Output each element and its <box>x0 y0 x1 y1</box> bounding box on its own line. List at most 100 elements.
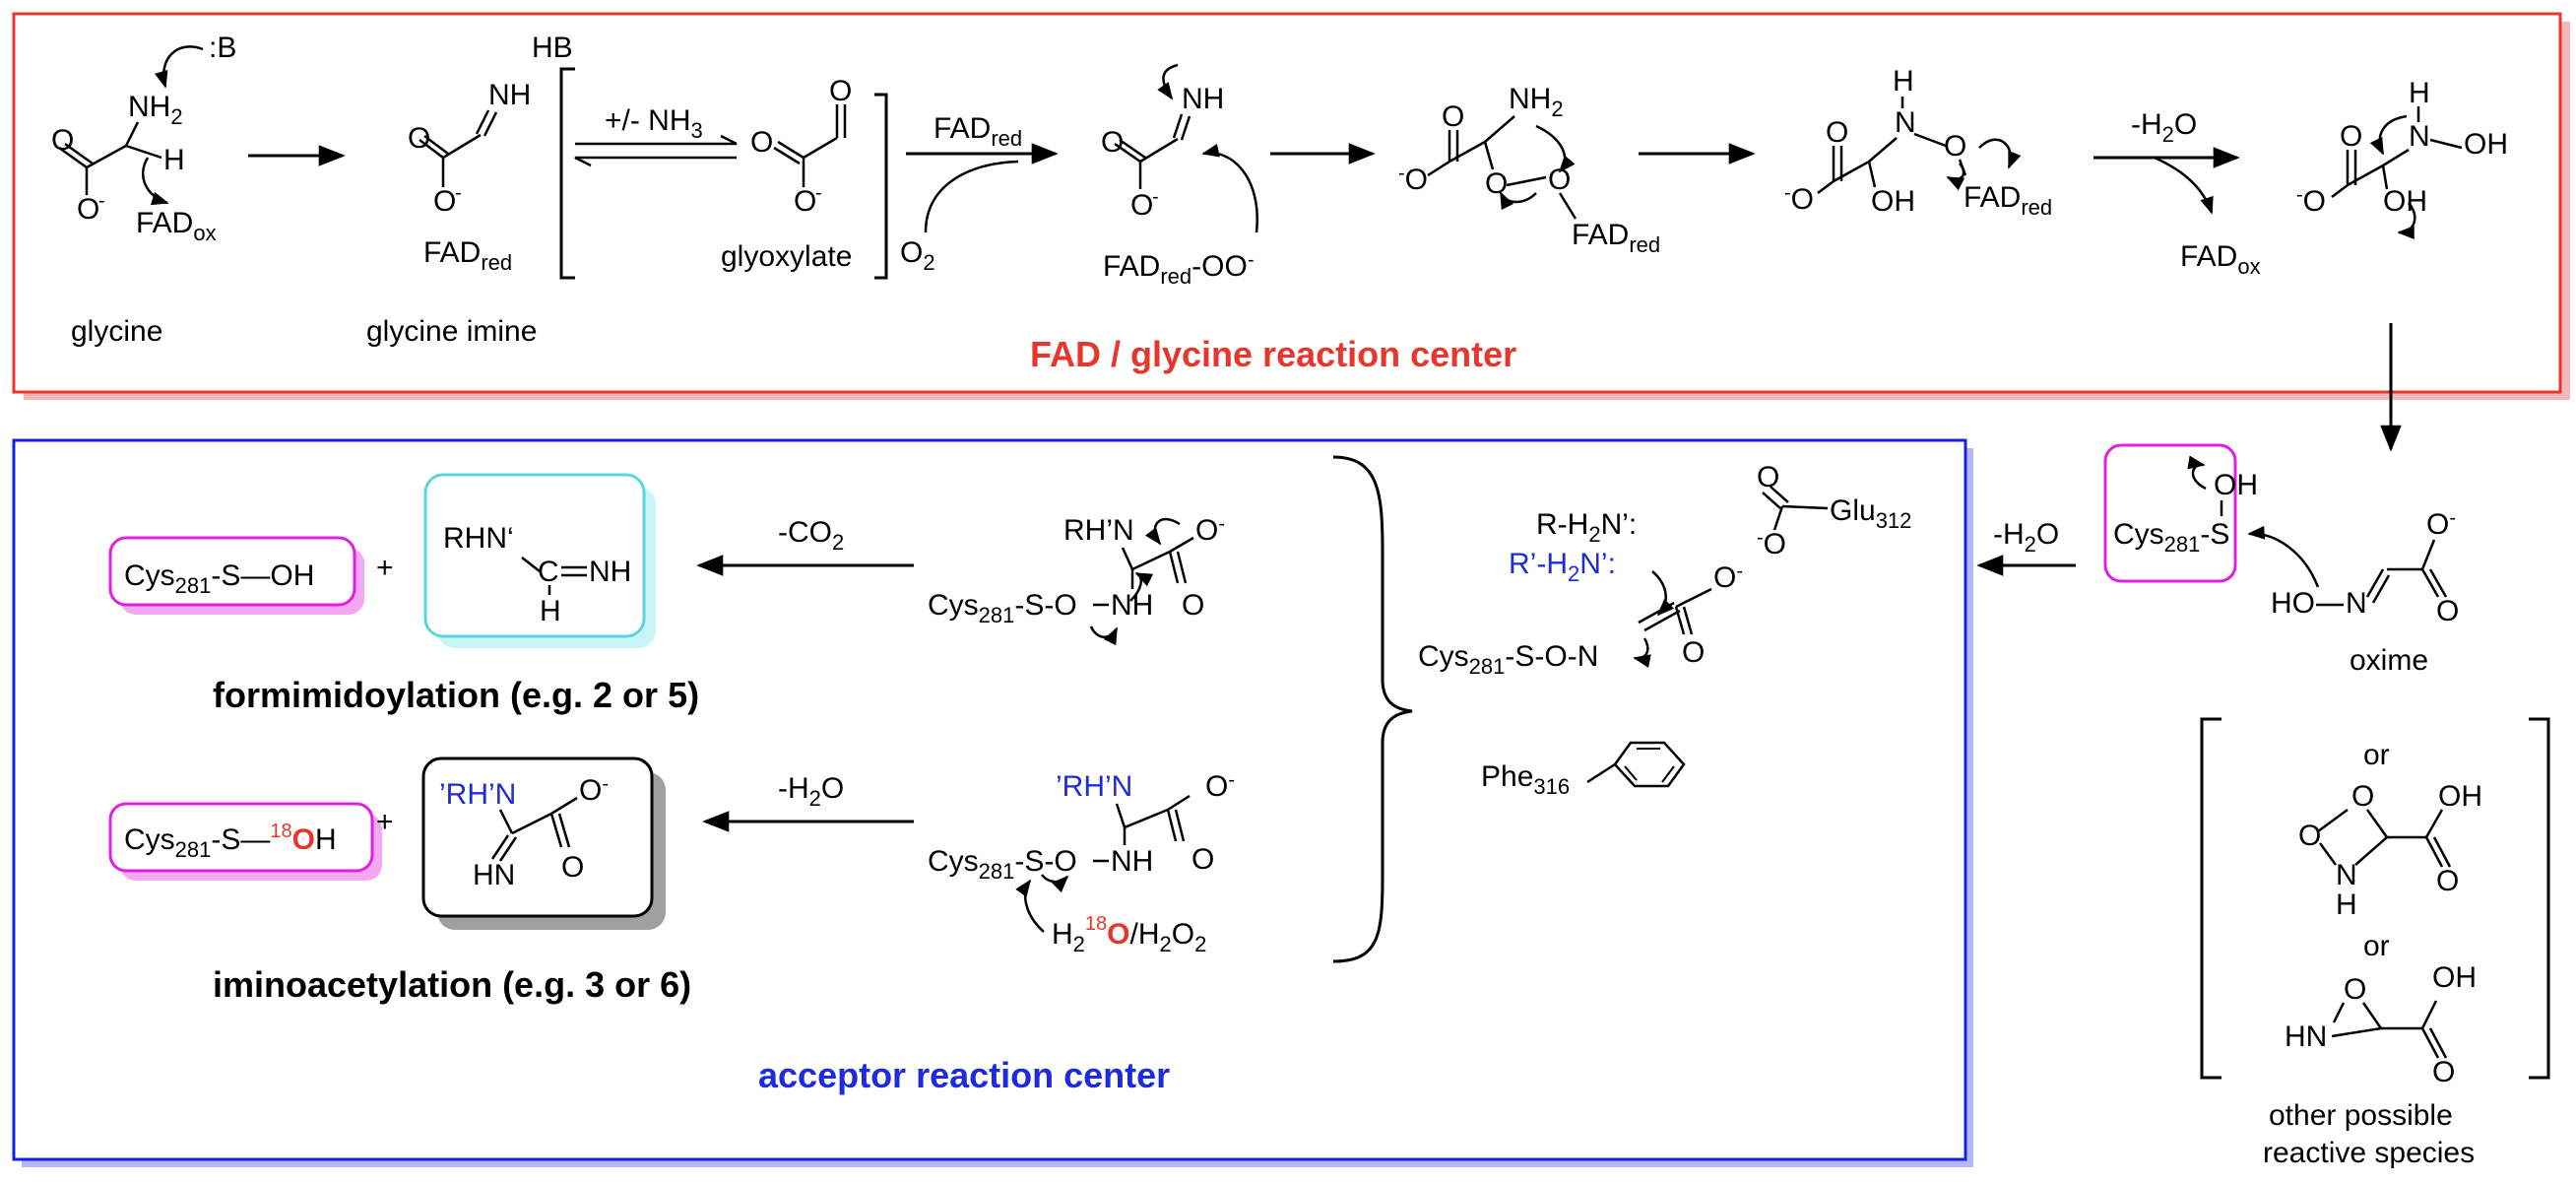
svg-text:NH2: NH2 <box>1509 83 1564 121</box>
svg-text:-H2O: -H2O <box>2131 108 2197 147</box>
o2-step: FADred O2 <box>900 112 1059 275</box>
glycine-h: H <box>163 144 185 176</box>
imino-label-n2: 6 <box>660 964 679 1005</box>
imine2-nh: NH <box>1182 83 1224 115</box>
dehydration-step-right: -H2O <box>1976 518 2076 576</box>
oxime-oh: OH <box>2214 469 2258 501</box>
glyoxylate-o1: O <box>750 126 773 159</box>
oxime-ho: HO <box>2271 587 2315 620</box>
glyoxylate-charge: - <box>815 182 822 204</box>
imino-label-end: ) <box>679 964 691 1005</box>
alt1-o: O <box>2351 780 2374 813</box>
hydroxyl-o-top: O <box>1826 116 1848 149</box>
site-glu-o: O <box>1757 461 1779 493</box>
svg-text:O-: O- <box>1195 513 1225 547</box>
minus-h2o-top-end: O <box>2174 108 2197 141</box>
imino-plus: + <box>376 806 394 838</box>
alt1-o2: O <box>2298 820 2321 852</box>
form-cys-sub: 281 <box>175 573 212 598</box>
oxime-cys-sub: 281 <box>2164 532 2201 557</box>
top-panel-frame <box>12 12 2562 394</box>
alt1-oh: OH <box>2438 780 2482 813</box>
site-glu-sub: 312 <box>1876 508 1912 533</box>
imino-int-cys: Cys <box>928 845 979 878</box>
water-rest: /H <box>1130 918 1160 951</box>
phenyl-ring <box>1613 741 1686 788</box>
svg-text:Glu312: Glu312 <box>1830 494 1911 533</box>
hb-label: HB <box>532 32 573 64</box>
svg-text:-H2O: -H2O <box>1993 518 2059 557</box>
imino-arrow-end: O <box>821 772 844 805</box>
svg-text:+/- NH3: +/- NH3 <box>605 104 703 143</box>
glycine-imine-name: glycine imine <box>366 315 537 348</box>
alt1-h: H <box>2336 888 2357 921</box>
imino-int-so: -S-O <box>1014 845 1076 878</box>
alt-caption-1: other possible <box>2269 1099 2453 1132</box>
form-int-cys: Cys <box>928 589 979 622</box>
peroxy-o-b: O <box>1405 164 1428 196</box>
ha-oh-n: OH <box>2464 128 2508 161</box>
svg-text:formimidoylation (e.g. 2 or 5): formimidoylation (e.g. 2 or 5) <box>213 675 699 715</box>
svg-text:O-: O- <box>1713 560 1743 594</box>
water-o: O <box>1107 918 1129 951</box>
bracket-right <box>874 93 888 280</box>
hydroxyl-fad: FAD <box>1964 181 2021 214</box>
water-sub: 2 <box>1073 932 1085 956</box>
imino-iso: 18 <box>270 821 291 842</box>
site-phe-sub: 316 <box>1533 774 1570 799</box>
svg-text:iminoacetylation (e.g. 3 or 6): iminoacetylation (e.g. 3 or 6) <box>213 964 691 1005</box>
imine-nh: NH <box>488 79 531 111</box>
imino-cys: Cys <box>124 823 175 856</box>
imino-product-charge: - <box>602 773 609 795</box>
svg-text:R-H2N’:: R-H2N’: <box>1536 508 1637 547</box>
svg-text:O2: O2 <box>900 236 935 275</box>
imino-s: -S— <box>211 823 270 856</box>
water-h: H <box>1052 918 1073 951</box>
site-brace <box>1332 455 1413 963</box>
form-label-mid: or <box>612 675 668 715</box>
form-int-charge: - <box>1218 513 1225 535</box>
form-int-o2: O <box>1182 589 1204 622</box>
imino-int-o: O <box>1205 770 1228 803</box>
imino-int-charge: - <box>1228 769 1235 791</box>
alt2-carbonyl: O <box>2432 1056 2455 1088</box>
equilibrium-label: +/- NH <box>605 104 691 137</box>
oxime-structure: Cys281-S OH HO N O- O oxime <box>2103 443 2459 677</box>
form-int-rhn: RH’N <box>1063 514 1134 547</box>
hydroxyl-intermediate-structure: H N O O -O OH FADred <box>1784 65 2052 220</box>
site-glu: Glu <box>1830 494 1876 527</box>
peroxy-nh2: NH <box>1509 83 1551 115</box>
form-product-rhn: RHN‘ <box>443 522 514 555</box>
site-glu-o2: O <box>1764 528 1786 560</box>
glycine-nh2-sub: 2 <box>170 104 182 129</box>
glyoxylate-ominus: O <box>794 185 816 218</box>
site-o2: O <box>1682 636 1705 669</box>
glyoxylate-structure: O O O - glyoxylate <box>721 75 852 273</box>
ha-h: H <box>2409 77 2430 109</box>
minus-h2o-top: -H <box>2131 108 2162 141</box>
water-sub3: 2 <box>1194 932 1206 956</box>
imino-h: H <box>315 823 337 856</box>
hydroxyl-fad-sub: red <box>2021 195 2052 220</box>
bracket-left <box>559 67 575 280</box>
minus-h2o-right-sub: 2 <box>2025 532 2036 557</box>
site-charge: - <box>1736 560 1743 582</box>
site-phe: Phe <box>1481 760 1533 793</box>
form-cys: Cys <box>124 559 175 592</box>
imine-ominus: O <box>433 185 456 218</box>
imino-int-rhn: ’RH’N <box>1056 770 1132 803</box>
imino-product-o2: O <box>561 851 584 884</box>
imino-label-mid: or <box>605 964 660 1005</box>
alt1-carbonyl: O <box>2436 865 2459 897</box>
site-r2-sub: 2 <box>1568 561 1579 586</box>
peroxy-nh2-sub: 2 <box>1551 97 1563 121</box>
active-site: R-H2N’: R’-H2N’: O Glu312 -O O- O Cys281… <box>1418 461 1911 799</box>
svg-text:FADox: FADox <box>2180 240 2261 279</box>
o2-sub: 2 <box>923 250 934 275</box>
oxime-o-top: O <box>2426 508 2449 541</box>
site-r1: R-H <box>1536 508 1588 541</box>
form-label-end: ) <box>687 675 699 715</box>
ha-n: N <box>2409 120 2430 153</box>
imino-int-cys-sub: 281 <box>979 859 1015 884</box>
imino-product-o: O <box>579 774 602 807</box>
